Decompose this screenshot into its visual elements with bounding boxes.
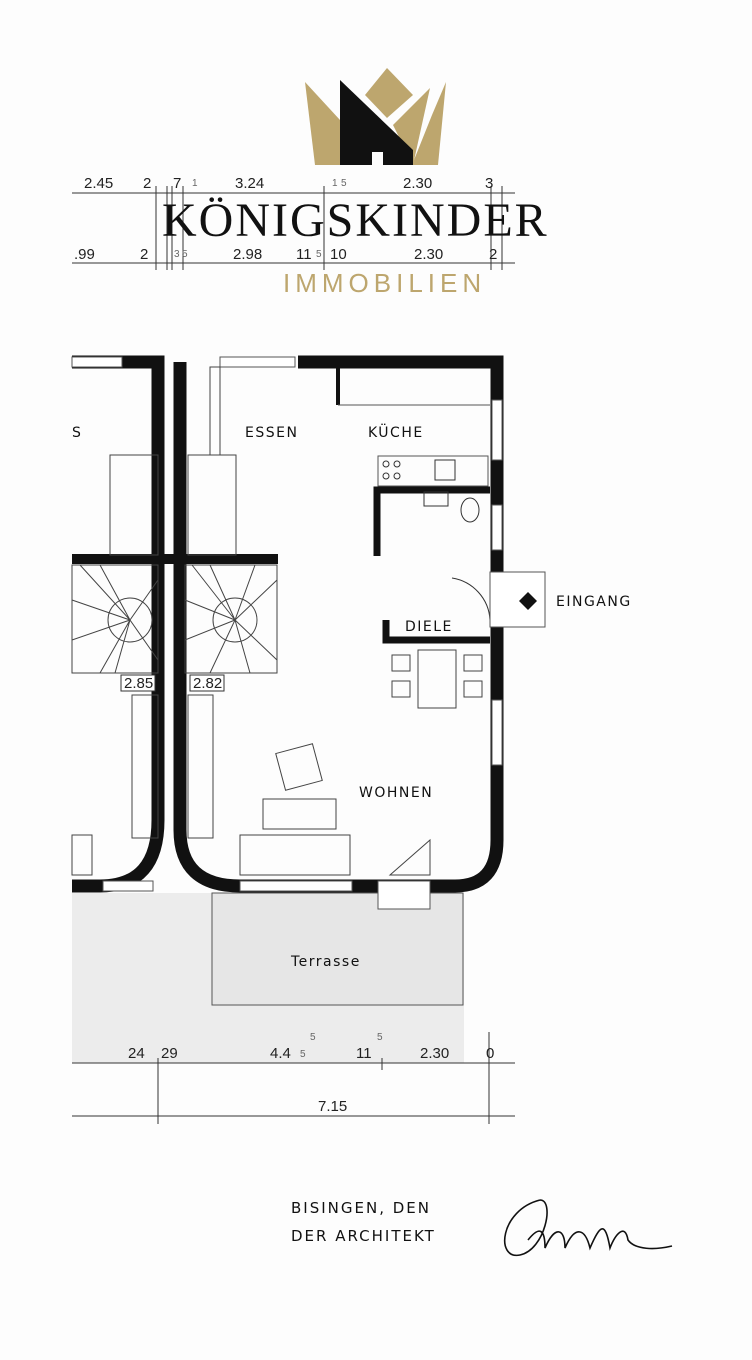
footer-architect: DER ARCHITEKT [291,1227,436,1245]
room-label-eingang: EINGANG [556,594,632,610]
svg-text:1: 1 [332,178,338,189]
svg-text:2.45: 2.45 [84,175,113,192]
stair-label-left: 2.85 [124,675,153,692]
svg-text:2.30: 2.30 [420,1045,449,1062]
svg-text:5: 5 [341,178,347,189]
footer-location: BISINGEN, DEN [291,1199,431,1217]
windows [71,356,503,910]
brand-subtitle: IMMOBILIEN [283,268,486,298]
room-label-wohnen: WOHNEN [359,785,433,801]
svg-text:5: 5 [310,1032,316,1043]
room-label-kueche: KÜCHE [368,423,424,441]
svg-text:2.30: 2.30 [414,246,443,263]
svg-text:24: 24 [128,1045,145,1062]
svg-text:5: 5 [377,1032,383,1043]
svg-text:.99: .99 [74,246,95,263]
room-label-diele: DIELE [405,619,453,635]
top-dimensions-row2: .99 2 3 5 2.98 11 5 10 2.30 2 [74,246,497,263]
top-dimension-lines [72,186,515,270]
svg-text:2: 2 [140,246,148,263]
brand-name: KÖNIGSKINDER [162,194,549,247]
architect-signature [504,1199,673,1256]
svg-text:3: 3 [485,175,493,192]
svg-text:29: 29 [161,1045,178,1062]
top-dimensions-row1: 2.45 2 7 1 3.24 1 5 2.30 3 [84,175,493,192]
room-label-partial: S [72,425,82,441]
svg-text:5: 5 [182,249,188,260]
kitchen-counter [377,455,489,487]
bottom-dimensions: 24 29 4.4 5 5 11 5 2.30 0 7.15 [128,1032,494,1115]
stair-label-right: 2.82 [193,675,222,692]
svg-text:3: 3 [174,249,180,260]
svg-text:1: 1 [192,178,198,189]
entrance-marker-icon [519,592,537,610]
svg-text:10: 10 [330,246,347,263]
svg-text:11: 11 [356,1045,372,1062]
svg-text:4.4: 4.4 [270,1045,291,1062]
svg-text:11: 11 [296,246,312,263]
svg-text:2: 2 [143,175,151,192]
company-logo [305,68,446,165]
svg-text:5: 5 [300,1049,306,1060]
living-furniture [71,743,431,876]
svg-text:7: 7 [173,175,181,192]
staircases [71,564,278,674]
svg-text:2.30: 2.30 [403,175,432,192]
room-label-essen: ESSEN [245,425,298,441]
room-label-terrasse: Terrasse [290,954,361,970]
svg-text:2.98: 2.98 [233,246,262,263]
columns [109,366,237,839]
svg-text:5: 5 [316,249,322,260]
svg-text:0: 0 [486,1045,494,1062]
bottom-dimension-lines [72,1032,515,1124]
entrance-door [451,577,491,621]
svg-text:2: 2 [489,246,497,263]
total-width: 7.15 [318,1098,347,1115]
dining-table [391,649,483,709]
terrace-platform [211,892,464,1006]
svg-text:3.24: 3.24 [235,175,264,192]
